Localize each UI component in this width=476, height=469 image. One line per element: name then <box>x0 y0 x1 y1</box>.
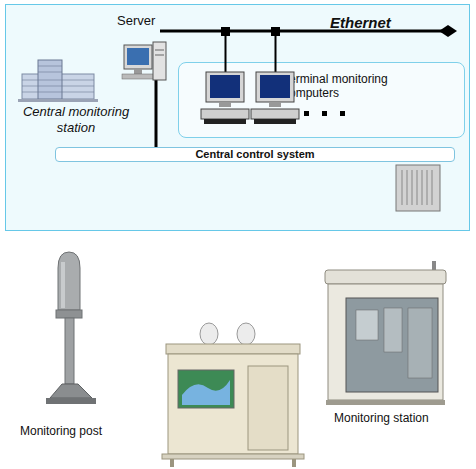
ellipsis-dot <box>322 111 327 116</box>
shelter-body <box>168 354 298 454</box>
rack-card <box>407 170 408 205</box>
terminal-monitor <box>206 72 244 102</box>
rack-card <box>417 170 418 205</box>
rack-card <box>402 170 403 205</box>
display-map <box>182 380 230 405</box>
ethernet-line <box>160 30 446 33</box>
monitoring-station-panel: Central monitoring station Terminal monit… <box>5 4 470 231</box>
ellipsis-dot <box>340 111 345 116</box>
server-stand <box>134 69 142 74</box>
server-drive <box>155 55 164 56</box>
station-body <box>328 284 443 400</box>
terminal-keyboard <box>254 119 296 124</box>
ethernet-terminator <box>439 25 457 37</box>
terminal-monitor <box>256 72 294 102</box>
part-label: Monitoring post <box>20 424 102 438</box>
station-panel <box>356 310 378 340</box>
rack-card <box>427 170 428 205</box>
window-row <box>22 86 94 87</box>
drop-line <box>275 31 277 72</box>
bus-tap <box>221 27 230 36</box>
shelter-display <box>178 370 234 408</box>
window-row <box>22 80 94 81</box>
shelter-detector <box>237 323 255 345</box>
terminal-stand <box>269 102 281 107</box>
post-base <box>50 384 92 398</box>
drop-line <box>225 31 227 72</box>
shelter-leg <box>170 459 174 467</box>
control-rack <box>396 165 440 211</box>
part-label: Monitoring station <box>334 411 429 425</box>
rack-card <box>432 170 433 205</box>
shelter-detector <box>200 323 218 345</box>
server-line <box>155 78 158 147</box>
window-row <box>38 72 62 73</box>
rack-cards <box>402 170 432 205</box>
post-highlight <box>61 262 65 308</box>
building-windows <box>22 66 94 92</box>
shelter-leg <box>292 459 296 467</box>
station-base <box>326 400 445 405</box>
terminal-stand <box>219 102 231 107</box>
station-window <box>346 298 438 392</box>
control-system-band: Central control system <box>55 147 455 162</box>
server-drive <box>155 50 164 51</box>
server-screen <box>127 48 149 65</box>
station-panel <box>384 308 402 352</box>
rack-card <box>412 170 413 205</box>
building-wing <box>22 74 94 99</box>
post-detector-dome <box>58 252 80 310</box>
window-row <box>22 92 94 93</box>
building-tower <box>38 60 62 99</box>
rack-card <box>422 170 423 205</box>
node-text: Central monitoring station <box>16 104 136 135</box>
terminal-group-box: Terminal monitoring computers <box>178 62 465 138</box>
window-row <box>38 66 62 67</box>
terminal-screen <box>210 75 240 98</box>
server-tower <box>153 42 166 80</box>
shelter-roof <box>166 344 300 354</box>
building-ground <box>18 99 98 102</box>
station-panel <box>408 308 432 378</box>
node-text: Terminal monitoring computers <box>283 72 418 101</box>
post-collar <box>56 310 82 318</box>
terminal-screen <box>260 75 290 98</box>
bus-tap <box>271 27 280 36</box>
terminal-keyboard <box>204 119 246 124</box>
station-roof <box>325 270 446 284</box>
terminal-base <box>201 109 249 119</box>
terminal-base <box>251 109 299 119</box>
server-keyboard <box>122 74 154 79</box>
post-base-plate <box>46 398 96 404</box>
ellipsis-dot <box>304 111 309 116</box>
shelter-rail <box>162 454 304 459</box>
server-monitor <box>124 45 152 69</box>
post-pole <box>65 318 74 384</box>
shelter-door <box>248 366 288 450</box>
node-text: Central control system <box>56 148 454 161</box>
station-antenna <box>432 261 436 270</box>
